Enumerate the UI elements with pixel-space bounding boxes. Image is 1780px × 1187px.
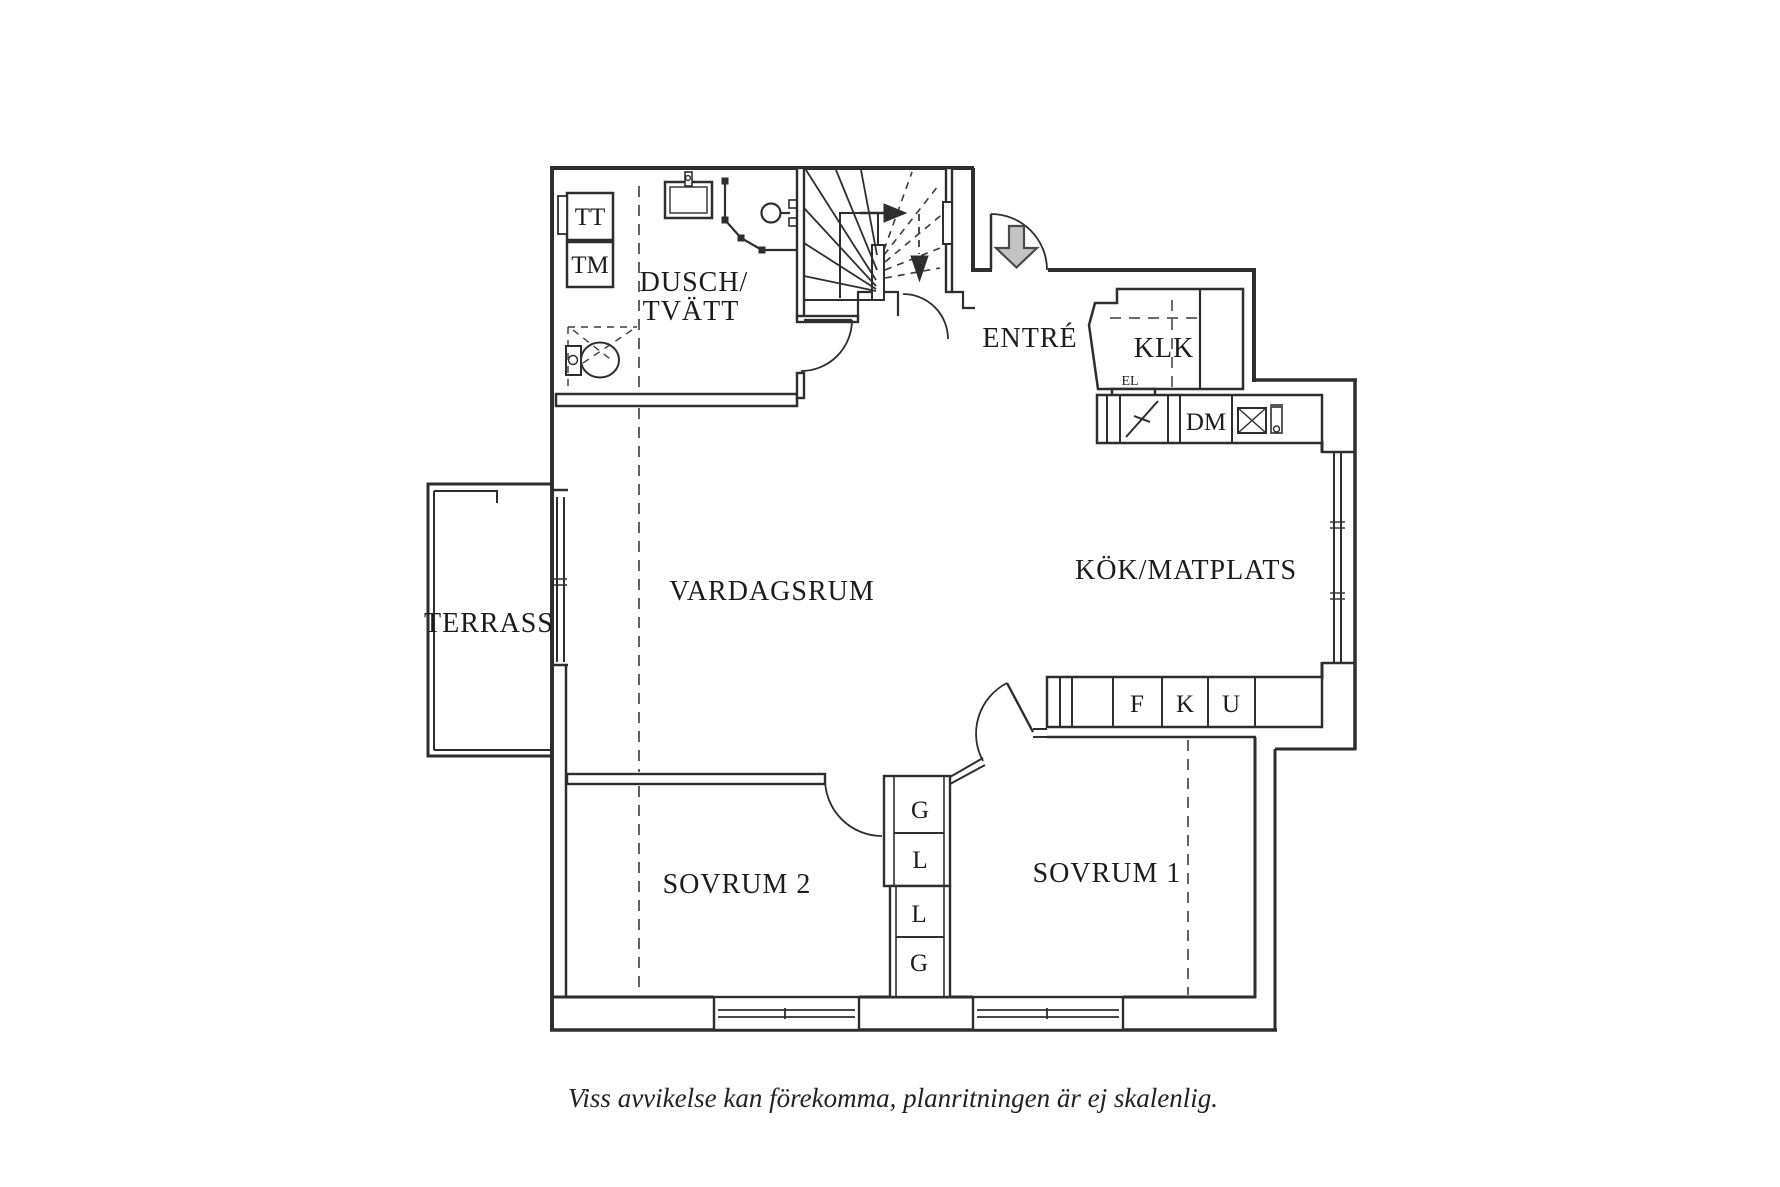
fixture-label-tm: TM [571, 252, 609, 279]
sovrum1-window [971, 995, 1125, 1032]
toilet-icon [565, 341, 620, 379]
kitchen [1045, 393, 1324, 729]
room-label-terrass: TERRASS [424, 608, 554, 639]
wardrobe-column [882, 774, 952, 999]
room-label-vardagsrum: VARDAGSRUM [669, 576, 875, 607]
stair-treads-dashed [883, 171, 946, 279]
shower-icon [760, 199, 798, 227]
kitchen-sink-icon [1237, 404, 1283, 434]
wall-niche [557, 195, 568, 235]
bedroom-walls [565, 682, 1256, 999]
sovrum2-window [712, 995, 861, 1032]
exterior-walls [550, 166, 1357, 1032]
entry-door [989, 213, 1048, 271]
bathroom [554, 171, 799, 408]
section-lines [638, 186, 1189, 995]
kitchen-counter-top [1095, 393, 1324, 445]
room-label-sovrum1: SOVRUM 1 [1033, 858, 1182, 889]
stair-door-leaf [942, 201, 953, 245]
tumble-dryer-box [565, 191, 615, 242]
room-label-klk: KLK [1134, 333, 1195, 364]
stairwell [795, 166, 975, 400]
stove-icon [1125, 400, 1159, 438]
labels: DUSCH/ TVÄTT ENTRÉ KLK KÖK/MATPLATS VARD… [424, 204, 1297, 1113]
room-label-dusch-line1: DUSCH/ [640, 267, 749, 298]
kitchen-counter-bottom [1045, 675, 1324, 729]
stair-up-arrow-icon [860, 203, 908, 223]
shower-partition [721, 177, 796, 254]
sovrum2-door-arc [824, 778, 883, 837]
bathroom-door-arc [800, 319, 853, 372]
terrace [426, 482, 553, 758]
terrace-window [550, 488, 568, 667]
kitchen-window [1322, 450, 1356, 665]
room-label-dusch-line2: TVÄTT [643, 296, 740, 327]
fixture-label-u: U [1222, 691, 1240, 718]
fixture-label-dm: DM [1186, 409, 1226, 436]
washing-machine-box [565, 240, 615, 289]
sink-icon [663, 171, 714, 220]
fixture-label-f: F [1130, 691, 1144, 718]
entrance-arrow-icon [993, 224, 1040, 270]
fixture-label-l-upper: L [912, 847, 927, 874]
fixture-label-g-upper: G [911, 797, 929, 824]
stair-treads [803, 169, 878, 292]
fixture-label-l-lower: L [911, 901, 926, 928]
entry-door-arc [990, 213, 1048, 271]
fixture-label-tt: TT [575, 204, 606, 231]
stair-down-arrow-icon [910, 214, 929, 283]
fixture-label-g-lower: G [910, 950, 928, 977]
fixture-label-el: EL [1121, 374, 1138, 389]
fixture-label-k: K [1176, 691, 1194, 718]
stair-left-wall [795, 166, 806, 320]
stair-door-arc [902, 293, 949, 340]
room-label-kok: KÖK/MATPLATS [1075, 555, 1297, 586]
dashed-markings [567, 326, 637, 390]
stair-newel [871, 244, 885, 301]
sovrum1-door-leaf [1005, 682, 1035, 733]
sovrum1-door-arc [975, 682, 1008, 762]
disclaimer-caption: Viss avvikelse kan förekomma, planritnin… [568, 1083, 1218, 1113]
room-label-entre: ENTRÉ [982, 323, 1077, 354]
room-label-sovrum2: SOVRUM 2 [663, 869, 812, 900]
